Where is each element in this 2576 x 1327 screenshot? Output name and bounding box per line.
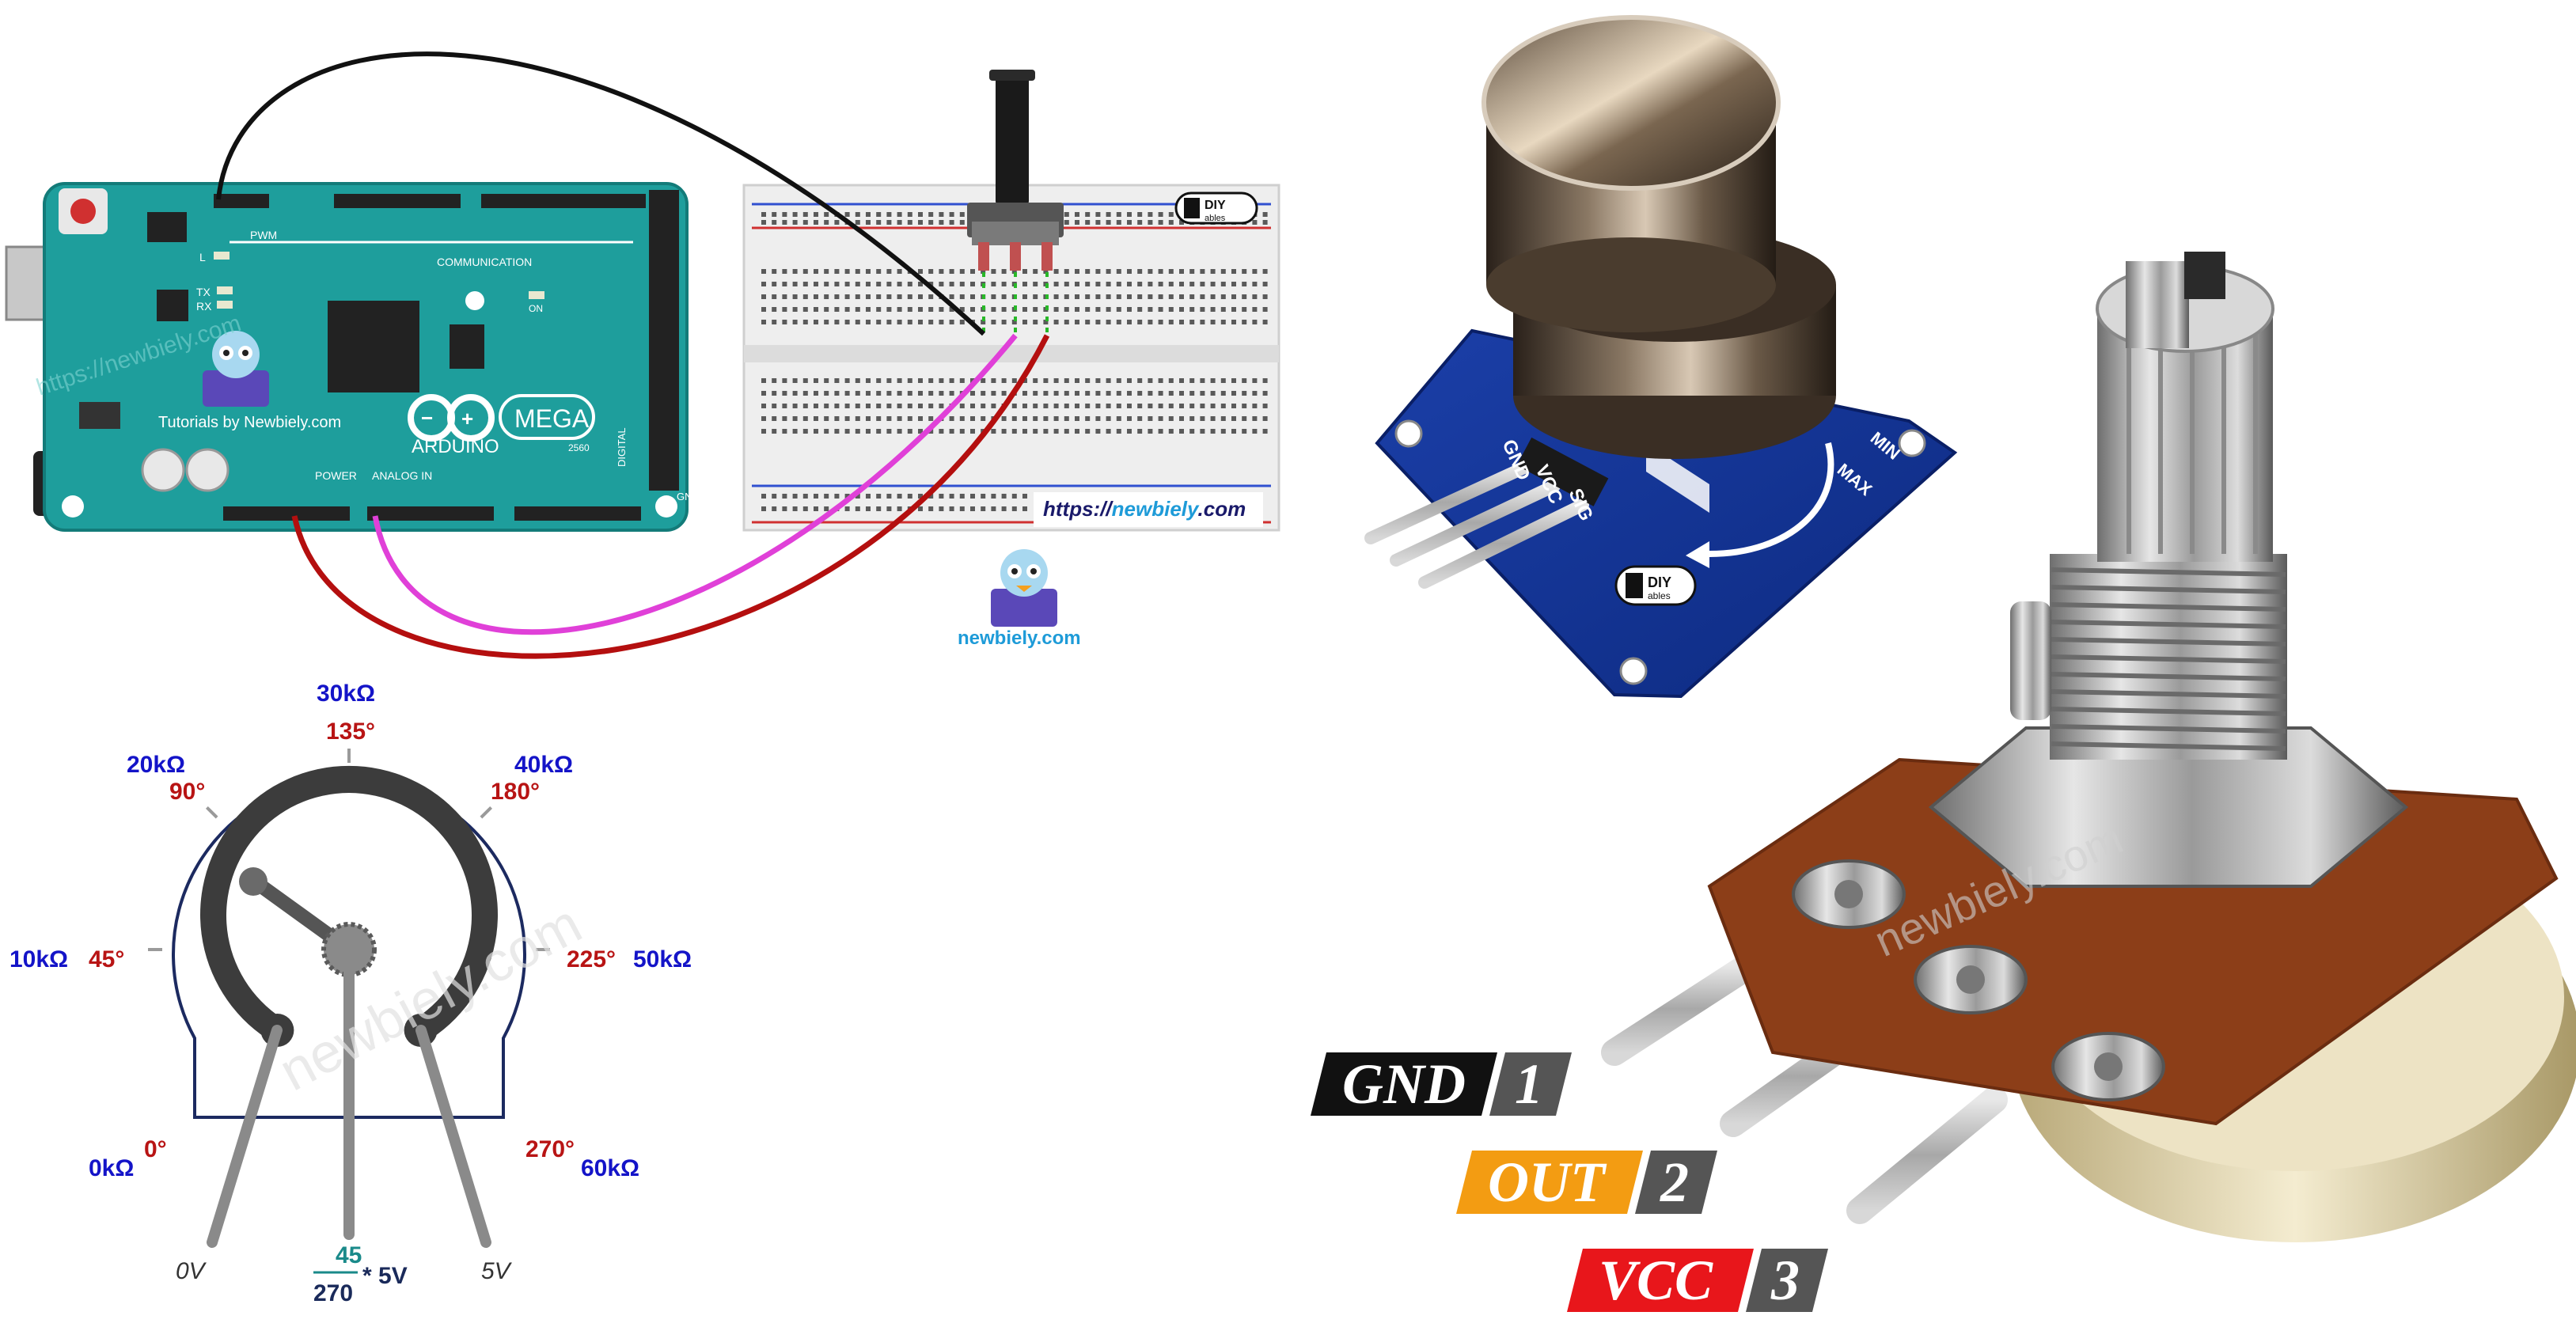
pin-label-vcc: VCC 3 bbox=[1567, 1249, 1828, 1312]
arduino-logo-icon: − + bbox=[408, 394, 495, 442]
resistance-label: 40kΩ bbox=[514, 752, 573, 778]
model-sub-label: 2560 bbox=[568, 442, 590, 453]
signal-wire bbox=[372, 333, 1018, 635]
model-label: MEGA bbox=[514, 404, 590, 433]
led-rx-label: RX bbox=[196, 300, 212, 313]
angle-label: 270° bbox=[525, 1136, 575, 1162]
dial-tick bbox=[205, 806, 218, 819]
fraction-numerator: 45 bbox=[336, 1242, 362, 1268]
svg-text:DIY: DIY bbox=[1205, 199, 1226, 212]
pin-label-name: OUT bbox=[1488, 1151, 1607, 1214]
fraction-multiplier: * 5V bbox=[362, 1263, 408, 1289]
newbiely-logo-icon bbox=[991, 549, 1057, 627]
dial-tick bbox=[480, 806, 493, 819]
communication-label: COMMUNICATION bbox=[437, 256, 532, 268]
pot-nut bbox=[1928, 726, 2409, 888]
newbiely-logo-text: newbiely.com bbox=[958, 627, 1081, 649]
power-wire bbox=[291, 334, 1050, 659]
potentiometer-dial-diagram: 0kΩ 10kΩ 20kΩ 30kΩ 40kΩ 50kΩ 60kΩ 0° 45° 90° 135°… bbox=[9, 681, 692, 1306]
angle-label: 180° bbox=[491, 779, 540, 805]
arduino-mega-board: PWM COMMUNICATION POWER ANALOG IN DIGITA… bbox=[5, 182, 700, 532]
angle-label: 225° bbox=[567, 946, 616, 973]
pin-label-gnd: GND 1 bbox=[1311, 1052, 1572, 1116]
led-tx-label: TX bbox=[196, 286, 211, 298]
gnd-label: GND bbox=[677, 491, 700, 502]
analog-header bbox=[367, 506, 494, 521]
rotary-potentiometer: newbiely.com bbox=[1601, 252, 2576, 1242]
svg-text:DIY: DIY bbox=[1648, 574, 1671, 590]
pin-label-name: VCC bbox=[1599, 1249, 1713, 1312]
module-diy-logo-icon: DIY ables bbox=[1614, 565, 1697, 606]
tutorials-label: Tutorials by Newbiely.com bbox=[158, 414, 341, 431]
breadboard-url: https://newbiely.com bbox=[1043, 497, 1246, 521]
pin-label-name: GND bbox=[1342, 1052, 1466, 1116]
analog-in-label: ANALOG IN bbox=[372, 469, 432, 482]
main-chip bbox=[328, 301, 419, 392]
top-header-left bbox=[214, 194, 269, 208]
resistance-label: 10kΩ bbox=[9, 946, 68, 973]
gnd-wire bbox=[216, 51, 986, 336]
digital-label: DIGITAL bbox=[616, 427, 628, 467]
fraction-denominator: 270 bbox=[313, 1280, 353, 1306]
pin-label-out: OUT 2 bbox=[1456, 1151, 1717, 1214]
svg-text:ables: ables bbox=[1648, 590, 1671, 601]
pin-label-number: 1 bbox=[1515, 1052, 1543, 1116]
breadboard-potentiometer bbox=[967, 70, 1064, 332]
led-l-label: L bbox=[199, 251, 206, 264]
svg-text:−: − bbox=[421, 406, 433, 430]
angle-label: 135° bbox=[326, 718, 375, 745]
owl-logo-icon bbox=[203, 331, 269, 407]
digital-header bbox=[649, 190, 679, 491]
power-header bbox=[223, 506, 350, 521]
pot-terminals bbox=[1792, 859, 2165, 1101]
top-header-mid bbox=[334, 194, 461, 208]
led-on-label: ON bbox=[529, 303, 543, 314]
rotation-arrow-icon bbox=[1709, 442, 1834, 557]
pwm-label: PWM bbox=[250, 229, 277, 241]
breadboard-diy-logo-icon: DIY ables bbox=[1174, 191, 1258, 225]
resistance-label: 50kΩ bbox=[633, 946, 692, 973]
angle-label: 90° bbox=[169, 779, 205, 805]
resistance-label: 20kΩ bbox=[127, 752, 185, 778]
rotary-knob bbox=[1481, 15, 1836, 459]
pin-label-number: 3 bbox=[1770, 1249, 1800, 1312]
brand-label: ARDUINO bbox=[412, 436, 499, 457]
pin-label-number: 2 bbox=[1660, 1151, 1689, 1214]
resistance-label: 30kΩ bbox=[317, 681, 375, 707]
resistance-label: 0kΩ bbox=[89, 1155, 134, 1181]
angle-label: 0° bbox=[144, 1136, 167, 1162]
potentiometer-module: GND VCC SIG MAX MIN DIY ables bbox=[1364, 15, 1958, 699]
pin-left-voltage: 0V bbox=[176, 1258, 207, 1284]
pin-right-voltage: 5V bbox=[481, 1258, 513, 1284]
module-header-pins bbox=[1364, 437, 1609, 589]
svg-text:+: + bbox=[461, 407, 473, 430]
svg-text:ables: ables bbox=[1205, 214, 1226, 223]
power-label: POWER bbox=[315, 469, 357, 482]
angle-label: 45° bbox=[89, 946, 124, 973]
resistance-label: 60kΩ bbox=[581, 1155, 639, 1181]
top-header-right bbox=[481, 194, 646, 208]
